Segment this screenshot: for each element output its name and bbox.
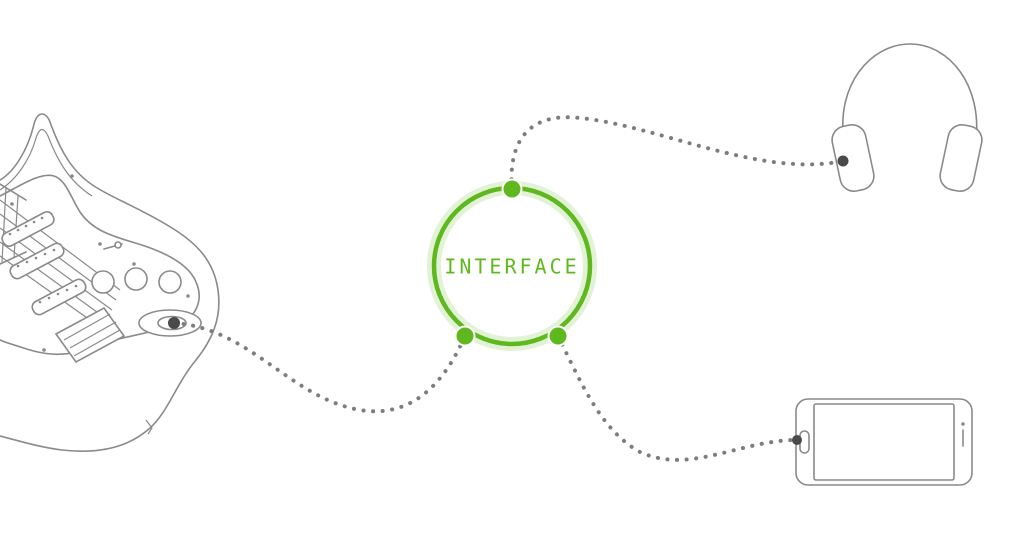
pickup-neck <box>1 210 55 248</box>
screw <box>132 262 136 266</box>
interface-input-port <box>454 325 476 347</box>
headphones-cable <box>509 115 845 191</box>
phone-cable <box>556 334 799 462</box>
pickup-selector <box>103 241 123 250</box>
interface-output-port-right <box>547 325 569 347</box>
volume-knob <box>91 270 115 294</box>
right-earcup <box>939 123 983 193</box>
screw <box>98 242 102 246</box>
headphones-jack-plug <box>837 155 849 167</box>
interface-output-port-top <box>501 178 523 200</box>
guitar-jack-plug <box>168 317 180 329</box>
headphones-icon <box>831 43 983 193</box>
screw <box>10 202 14 206</box>
interface-hub: INTERFACE <box>427 178 597 351</box>
left-earcup <box>831 123 875 193</box>
screw <box>42 348 46 352</box>
screw <box>186 294 190 298</box>
tone-knob-2 <box>158 270 182 294</box>
pickup-bridge <box>31 278 87 316</box>
interface-label: INTERFACE <box>444 255 579 279</box>
phone-camera <box>961 422 965 426</box>
smartphone-icon <box>795 398 973 486</box>
bridge <box>54 306 126 364</box>
tone-knob-1 <box>124 267 148 291</box>
phone-jack-plug <box>792 435 802 445</box>
screw <box>70 174 74 178</box>
pickup-middle <box>9 242 65 280</box>
phone-screen <box>813 403 955 481</box>
guitar-cable <box>172 321 467 414</box>
guitar-icon <box>0 113 220 452</box>
